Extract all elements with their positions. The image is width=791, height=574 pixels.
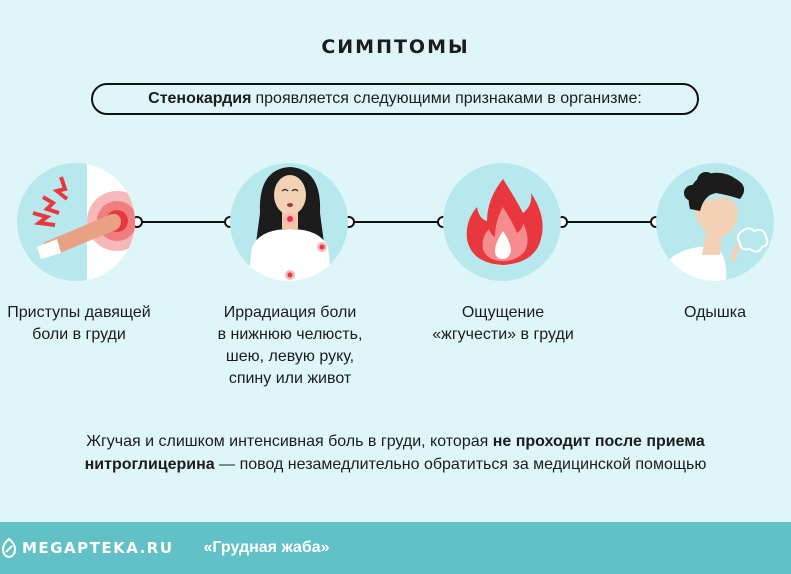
shortness-of-breath-icon [656, 163, 774, 281]
caption-line: шею, левую руку, [225, 348, 355, 365]
page-title: СИМПТОМЫ [321, 36, 470, 58]
logo-icon [2, 538, 16, 558]
connector-line-3 [562, 221, 656, 223]
intro-bold: Стенокардия [148, 90, 252, 107]
warning-line-2: нитроглицерина — повод незамедлительно о… [0, 453, 791, 476]
connector-line-1 [137, 221, 230, 223]
warning-text: Жгучая и слишком интенсивная боль в груд… [0, 430, 791, 476]
caption-line: спину или живот [228, 370, 352, 387]
caption-line: Приступы давящей [7, 304, 151, 321]
caption-chest-pain: Приступы давящей боли в груди [0, 302, 174, 346]
caption-line: Одышка [683, 304, 746, 321]
brand-logo-text[interactable]: MEGAPTEKA.RU [22, 539, 174, 557]
warning-text-1: Жгучая и слишком интенсивная боль в груд… [86, 433, 493, 450]
connector-line-2 [349, 221, 443, 223]
caption-dyspnea: Одышка [656, 302, 774, 324]
caption-irradiation: Иррадиация боли в нижнюю челюсть, шею, л… [190, 302, 390, 390]
footer-bar: MEGAPTEKA.RU «Грудная жаба» [0, 522, 791, 574]
intro-text: проявляется следующими признаками в орга… [255, 90, 642, 107]
chest-pain-icon [17, 163, 135, 281]
caption-line: Иррадиация боли [223, 304, 357, 321]
intro-banner: Стенокардия проявляется следующими призн… [91, 83, 699, 115]
caption-burning: Ощущение «жгучести» в груди [408, 302, 598, 346]
warning-text-2: — повод незамедлительно обратиться за ме… [214, 456, 707, 473]
warning-bold-1: не проходит после приема [492, 433, 705, 450]
flame-icon [443, 163, 561, 281]
woman-pain-points-icon [230, 163, 348, 281]
caption-line: в нижнюю челюсть, [217, 326, 363, 343]
warning-bold-2: нитроглицерина [84, 456, 215, 473]
caption-line: Ощущение [461, 304, 545, 321]
topic-label: «Грудная жаба» [203, 539, 330, 556]
warning-line-1: Жгучая и слишком интенсивная боль в груд… [0, 430, 791, 453]
caption-line: боли в груди [32, 326, 126, 343]
caption-line: «жгучести» в груди [432, 326, 574, 343]
